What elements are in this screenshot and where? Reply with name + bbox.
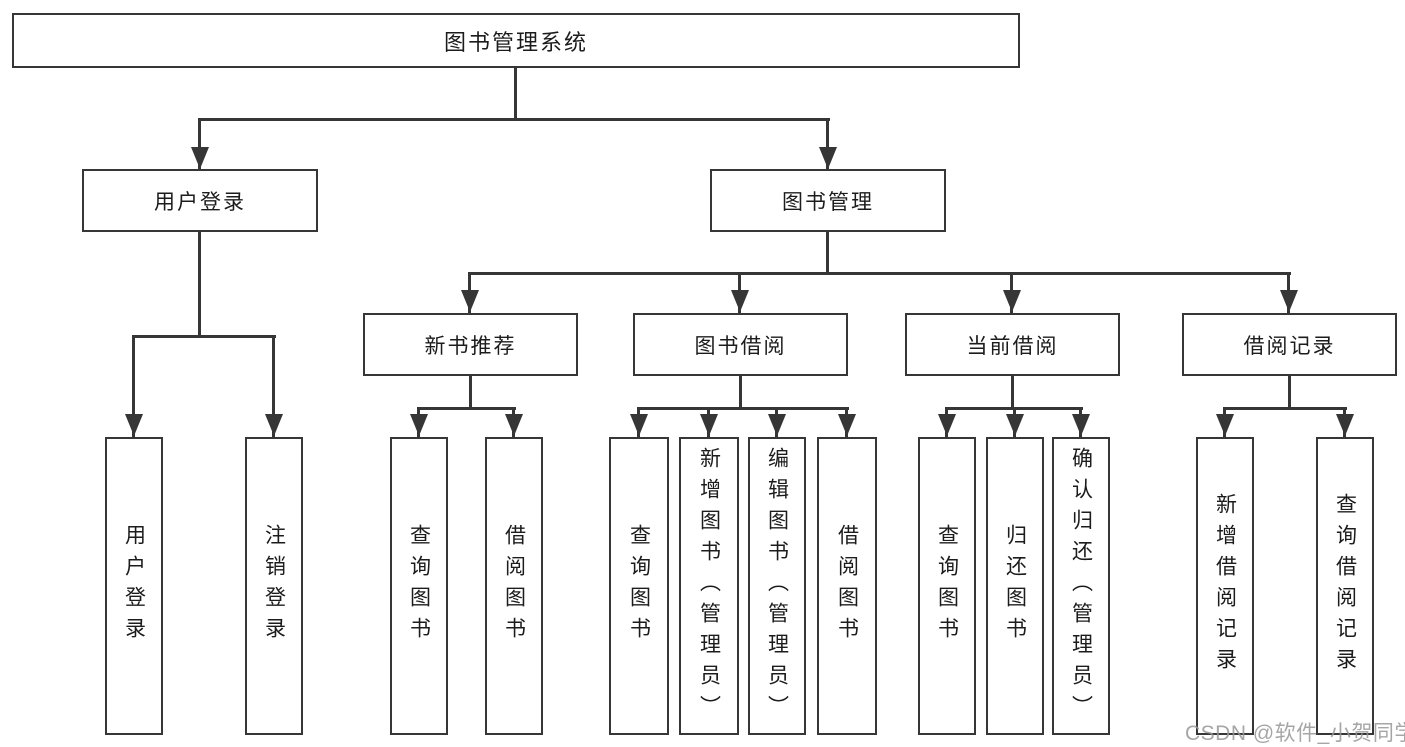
leaf-logout: 注销登录 xyxy=(245,437,303,735)
arrowhead-icon xyxy=(265,414,283,436)
node-book-management: 图书管理 xyxy=(710,169,946,232)
leaf-edit-books-admin: 编辑图书（管理员） xyxy=(748,437,806,735)
arrowhead-icon xyxy=(838,414,856,436)
connector-line xyxy=(826,232,829,272)
leaf-user-login: 用户登录 xyxy=(105,437,163,735)
connector-line xyxy=(469,375,472,407)
connector-line xyxy=(468,272,1291,275)
node-root-system: 图书管理系统 xyxy=(12,13,1020,68)
arrowhead-icon xyxy=(125,414,143,436)
node-new-book-recommend: 新书推荐 xyxy=(363,313,578,376)
arrowhead-icon xyxy=(461,290,479,312)
leaf-query-books: 查询图书 xyxy=(918,437,976,735)
leaf-add-borrow-record: 新增借阅记录 xyxy=(1196,437,1254,735)
leaf-query-borrow-record: 查询借阅记录 xyxy=(1316,437,1374,735)
node-label: 新书推荐 xyxy=(424,334,517,358)
connector-line xyxy=(198,118,830,121)
leaf-label: 借阅图书 xyxy=(835,524,859,648)
arrowhead-icon xyxy=(700,414,718,436)
leaf-return-books: 归还图书 xyxy=(986,437,1044,735)
connector-line xyxy=(1011,375,1014,407)
connector-line xyxy=(514,68,517,118)
connector-line xyxy=(1223,407,1347,410)
leaf-query-books: 查询图书 xyxy=(609,437,669,735)
leaf-label: 查询图书 xyxy=(935,524,959,648)
node-root-label: 图书管理系统 xyxy=(443,29,588,55)
leaf-label: 查询借阅记录 xyxy=(1333,493,1357,679)
csdn-watermark: CSDN @软件_小贺同学 xyxy=(1185,722,1405,745)
arrowhead-icon xyxy=(819,147,837,169)
leaf-add-books-admin: 新增图书（管理员） xyxy=(679,437,739,735)
arrowhead-icon xyxy=(1216,414,1234,436)
connector-line xyxy=(132,335,276,338)
arrowhead-icon xyxy=(191,147,209,169)
node-current-borrowing: 当前借阅 xyxy=(905,313,1120,376)
leaf-label: 借阅图书 xyxy=(502,524,526,648)
arrowhead-icon xyxy=(410,414,428,436)
connector-line xyxy=(826,118,829,170)
node-label: 用户登录 xyxy=(154,190,246,214)
connector-line xyxy=(198,118,201,170)
node-user-login: 用户登录 xyxy=(82,169,318,232)
arrowhead-icon xyxy=(1003,290,1021,312)
connector-line xyxy=(198,232,201,335)
leaf-label: 用户登录 xyxy=(122,524,146,648)
node-label: 图书管理 xyxy=(782,190,874,214)
leaf-confirm-return-admin: 确认归还（管理员） xyxy=(1052,437,1110,735)
leaf-label: 编辑图书（管理员） xyxy=(765,446,789,726)
connector-line xyxy=(637,407,849,410)
leaf-label: 新增借阅记录 xyxy=(1213,493,1237,679)
connector-line xyxy=(739,375,742,407)
node-book-borrowing: 图书借阅 xyxy=(633,313,848,376)
leaf-borrow-books: 借阅图书 xyxy=(817,437,877,735)
leaf-query-books: 查询图书 xyxy=(390,437,448,735)
leaf-label: 查询图书 xyxy=(627,524,651,648)
node-borrow-records: 借阅记录 xyxy=(1182,313,1397,376)
leaf-label: 确认归还（管理员） xyxy=(1069,446,1093,726)
leaf-label: 归还图书 xyxy=(1003,524,1027,648)
leaf-label: 注销登录 xyxy=(262,524,286,648)
node-label: 图书借阅 xyxy=(694,334,787,358)
arrowhead-icon xyxy=(731,290,749,312)
connector-line xyxy=(272,335,275,437)
arrowhead-icon xyxy=(1280,290,1298,312)
arrowhead-icon xyxy=(938,414,956,436)
arrowhead-icon xyxy=(768,414,786,436)
arrowhead-icon xyxy=(1336,414,1354,436)
leaf-borrow-books: 借阅图书 xyxy=(485,437,543,735)
connector-line xyxy=(417,407,516,410)
leaf-label: 新增图书（管理员） xyxy=(697,446,721,726)
arrowhead-icon xyxy=(505,414,523,436)
leaf-label: 查询图书 xyxy=(407,524,431,648)
arrowhead-icon xyxy=(1072,414,1090,436)
node-label: 借阅记录 xyxy=(1243,334,1336,358)
connector-line xyxy=(1288,375,1291,407)
node-label: 当前借阅 xyxy=(966,334,1059,358)
connector-line xyxy=(132,335,135,437)
arrowhead-icon xyxy=(1006,414,1024,436)
arrowhead-icon xyxy=(630,414,648,436)
